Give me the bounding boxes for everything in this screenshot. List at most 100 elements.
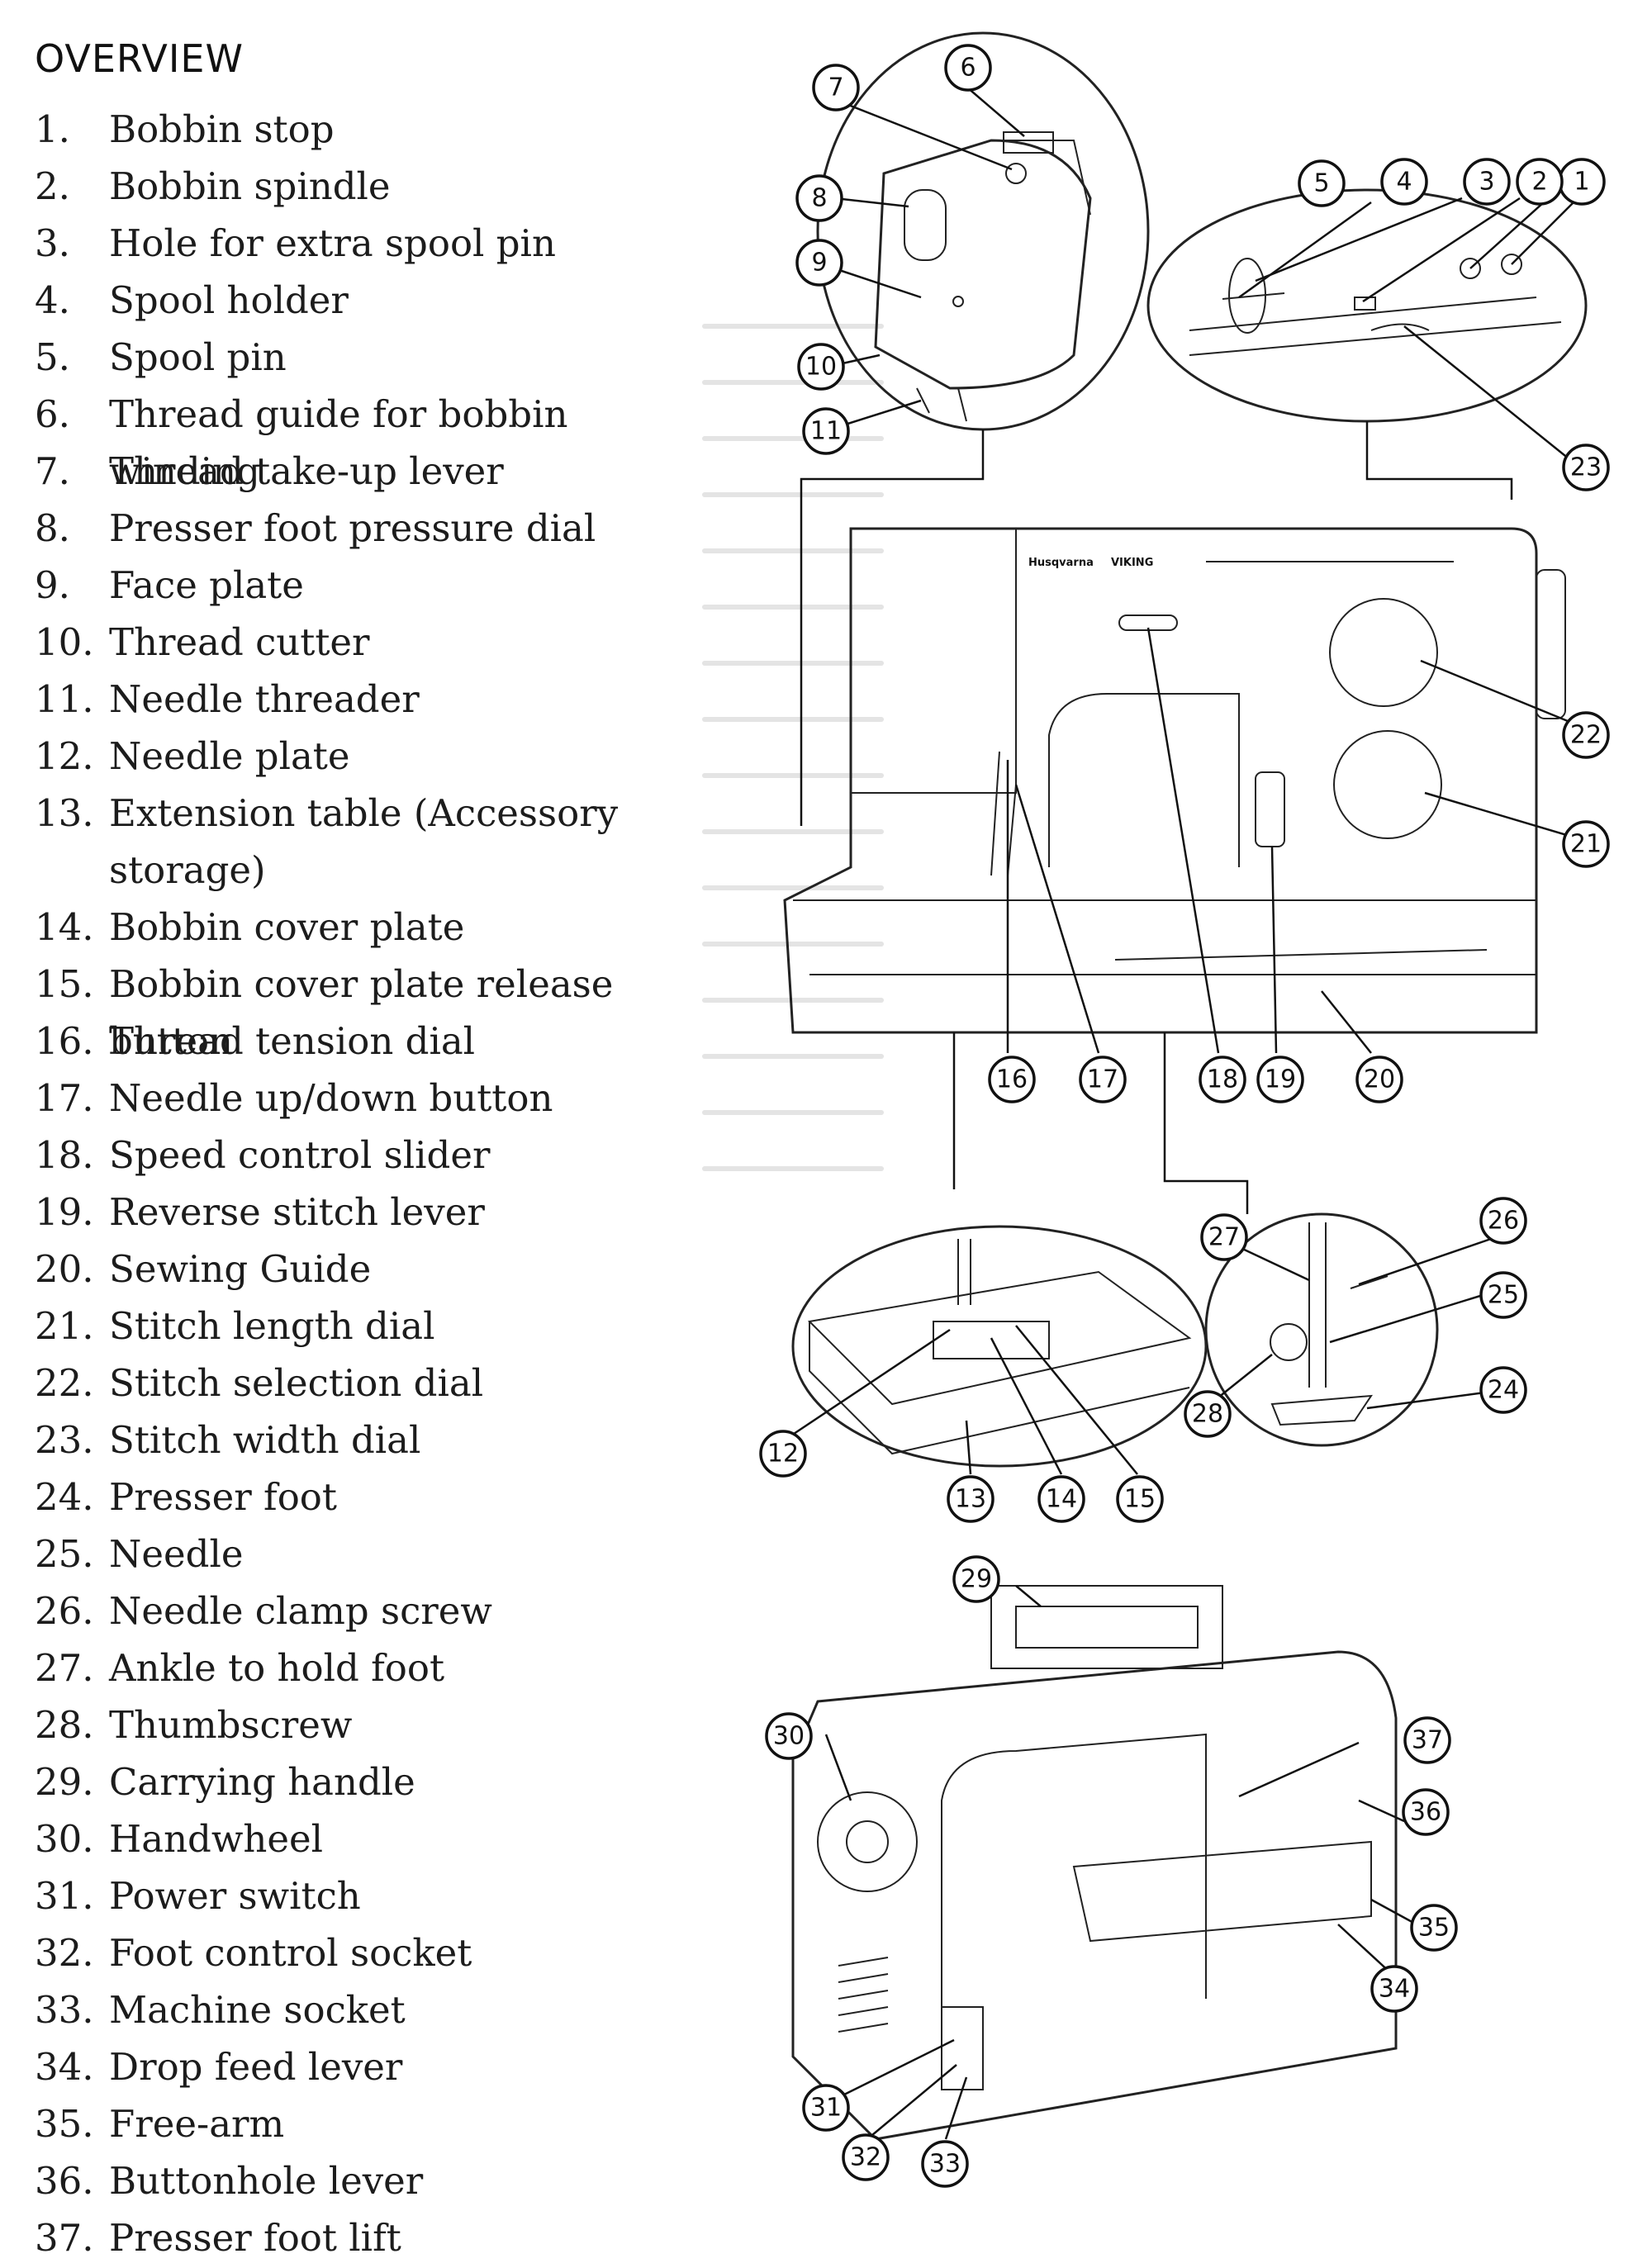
part-label: Presser foot pressure dial <box>109 506 596 550</box>
callout-31: 31 <box>802 2084 850 2132</box>
part-number: 15. <box>35 962 94 1006</box>
connector-lower <box>952 1032 1249 1214</box>
free-arm-shape <box>1072 1840 1372 1943</box>
part-number: 28. <box>35 1703 94 1747</box>
svg-text:1: 1 <box>1574 168 1589 197</box>
svg-text:8: 8 <box>811 184 827 213</box>
list-item: 3.Hole for extra spool pin <box>35 215 762 272</box>
callout-37: 37 <box>1403 1716 1451 1764</box>
svg-text:23: 23 <box>1570 453 1602 482</box>
callout-12: 12 <box>759 1430 807 1478</box>
brand-left: Husqvarna <box>1028 557 1094 569</box>
callout-4: 4 <box>1380 158 1428 206</box>
list-item: 11.Needle threader <box>35 671 762 728</box>
part-label: Thread guide for bobbin winding <box>109 392 568 493</box>
sewing-machine-diagram: Husqvarna VIKING <box>759 31 1610 2188</box>
callout-35: 35 <box>1410 1904 1458 1952</box>
brand-right: VIKING <box>1111 557 1153 569</box>
thumbscrew-shape <box>1270 1323 1308 1361</box>
svg-text:18: 18 <box>1207 1065 1238 1094</box>
svg-text:22: 22 <box>1570 721 1602 750</box>
callout-25: 25 <box>1479 1271 1527 1319</box>
connector-right <box>1365 421 1513 500</box>
list-item: 19. Reverse stitch lever <box>35 1184 762 1241</box>
handwheel-hub <box>846 1820 889 1863</box>
leader-12 <box>788 1328 951 1439</box>
leader-2 <box>1469 193 1554 269</box>
callout-6: 6 <box>944 44 992 92</box>
leader-31 <box>840 2038 955 2098</box>
part-number: 25. <box>35 1532 94 1576</box>
list-item: 1.Bobbin stop <box>35 101 762 158</box>
callout-9: 9 <box>795 239 843 287</box>
leader-32 <box>866 2064 957 2140</box>
leader-5 <box>1238 201 1372 299</box>
part-label: Stitch length dial <box>109 1304 435 1348</box>
needle-area <box>916 387 967 422</box>
svg-text:32: 32 <box>850 2143 881 2172</box>
part-label: Free-arm <box>109 2102 285 2146</box>
list-item: 30. Handwheel <box>35 1810 762 1867</box>
svg-text:7: 7 <box>828 74 843 102</box>
needle-bar <box>990 751 1017 876</box>
part-number: 21. <box>35 1304 94 1348</box>
bleed-through-text <box>702 273 884 1171</box>
head-left <box>850 528 1017 794</box>
part-label: Handwheel <box>109 1817 324 1861</box>
leader-1 <box>1511 193 1583 265</box>
connector-left <box>800 429 985 826</box>
part-number: 7. <box>35 449 70 493</box>
part-number: 30. <box>35 1817 94 1861</box>
part-label: Stitch selection dial <box>109 1361 484 1405</box>
part-label: Needle plate <box>109 734 350 778</box>
callout-13: 13 <box>947 1475 995 1523</box>
callout-10: 10 <box>797 343 845 391</box>
part-label: Needle clamp screw <box>109 1589 492 1633</box>
part-label: Bobbin stop <box>109 107 335 151</box>
part-label: Thread cutter <box>109 620 370 664</box>
svg-text:9: 9 <box>811 249 827 278</box>
list-item: 5.Spool pin <box>35 329 762 386</box>
callout-32: 32 <box>842 2133 890 2181</box>
list-item: 31.Power switch <box>35 1867 762 1924</box>
part-label: Carrying handle <box>109 1760 415 1804</box>
leader-15 <box>1015 1325 1138 1475</box>
svg-text:10: 10 <box>805 353 837 382</box>
stitch-selection-dial <box>1329 598 1438 707</box>
callout-16: 16 <box>988 1056 1036 1103</box>
list-item: 9.Face plate <box>35 557 762 614</box>
callout-2: 2 <box>1516 158 1564 206</box>
svg-text:15: 15 <box>1124 1485 1156 1514</box>
list-item: 36.Buttonhole lever <box>35 2152 762 2209</box>
machine-front-view: Husqvarna VIKING <box>783 527 1566 1034</box>
callout-18: 18 <box>1199 1056 1246 1103</box>
part-label: Bobbin spindle <box>109 164 391 208</box>
svg-text:19: 19 <box>1265 1065 1296 1094</box>
part-label: Ankle to hold foot <box>109 1646 445 1690</box>
callout-30: 30 <box>765 1712 813 1760</box>
callout-22: 22 <box>1562 711 1610 759</box>
leader-8 <box>833 197 909 208</box>
svg-text:21: 21 <box>1570 830 1602 859</box>
part-number: 19. <box>35 1190 94 1234</box>
part-number: 32. <box>35 1931 94 1975</box>
presser-foot-detail <box>1204 1212 1439 1447</box>
detail-bubble <box>816 31 1150 431</box>
callout-leaders <box>788 86 1583 2140</box>
part-label: Thread take-up lever <box>109 449 504 493</box>
list-item: 22.Stitch selection dial <box>35 1355 762 1412</box>
top-cover-lines <box>1189 297 1562 356</box>
stitch-width-dial-shape <box>1370 323 1430 331</box>
socket-panel <box>941 2006 984 2090</box>
part-label: Sewing Guide <box>109 1247 372 1291</box>
part-label: Thread tension dial <box>109 1019 476 1063</box>
leader-10 <box>842 353 881 365</box>
screw-shape <box>952 296 964 307</box>
list-item: 4.Spool holder <box>35 272 762 329</box>
list-item: 16.Thread tension dial <box>35 1013 762 1070</box>
list-item: 35.Free-arm <box>35 2095 762 2152</box>
callout-14: 14 <box>1037 1475 1085 1523</box>
part-label: Reverse stitch lever <box>109 1190 485 1234</box>
face-plate-shape <box>874 139 1092 390</box>
take-up-lever-hole <box>1005 163 1027 184</box>
